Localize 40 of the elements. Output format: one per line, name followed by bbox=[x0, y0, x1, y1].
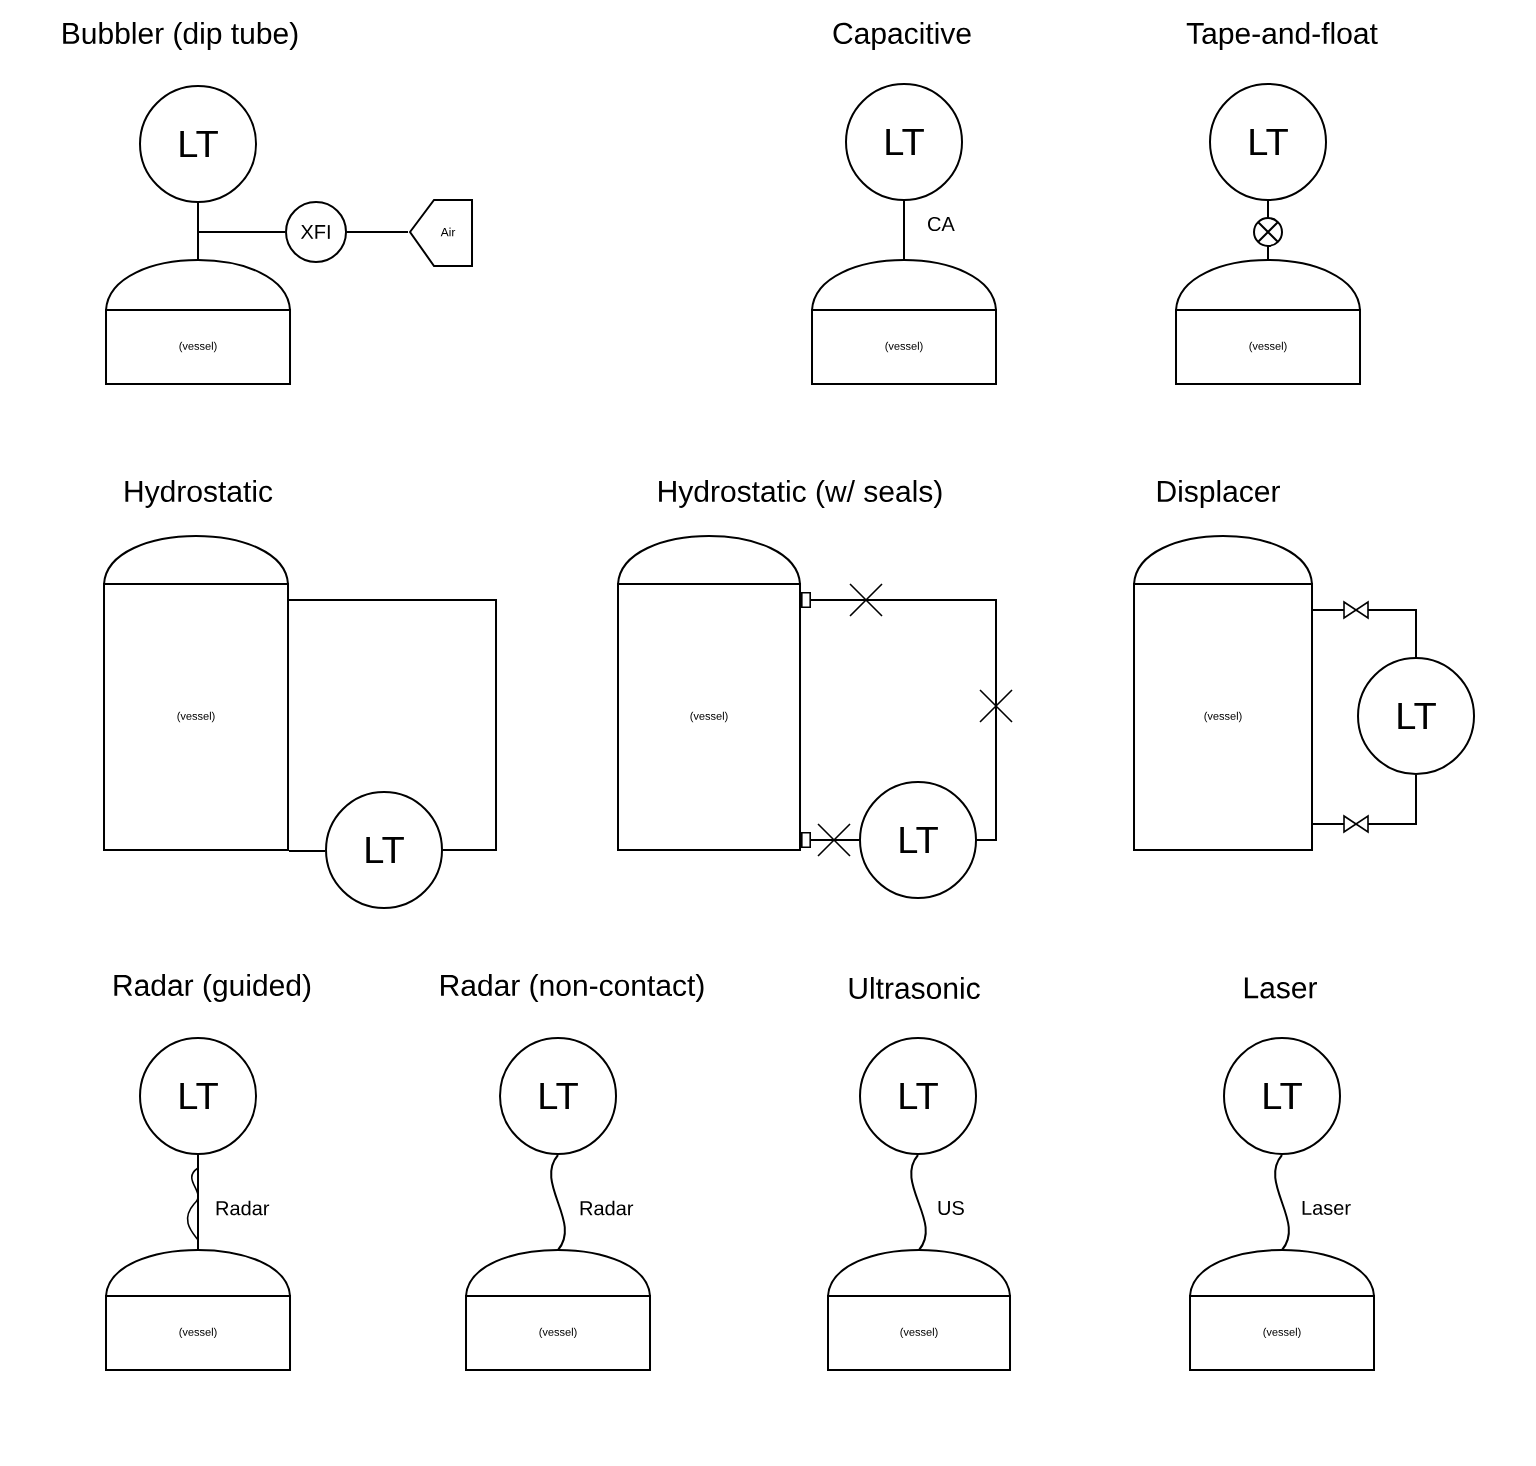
panel-title: Radar (non-contact) bbox=[441, 974, 704, 1002]
connector-line bbox=[801, 832, 860, 848]
connector-line bbox=[288, 850, 326, 852]
panel-title: Bubbler (dip tube) bbox=[63, 22, 298, 50]
instrument-bubble: LT bbox=[139, 1037, 257, 1155]
connector-line bbox=[197, 1154, 199, 1251]
edge-label: Radar bbox=[577, 1198, 636, 1218]
connector-line bbox=[197, 231, 286, 261]
connector-line bbox=[1312, 609, 1417, 658]
connector-line bbox=[903, 200, 905, 261]
panel-title: Capacitive bbox=[833, 22, 971, 50]
panel-title: Ultrasonic bbox=[849, 976, 980, 999]
panel-title: Displacer bbox=[1157, 480, 1280, 508]
connector-line bbox=[1312, 774, 1417, 825]
instrument-bubble: LT bbox=[1357, 657, 1475, 775]
connector-line bbox=[910, 1154, 927, 1251]
instrument-bubble: LT bbox=[139, 85, 257, 203]
instrument-bubble: LT bbox=[845, 83, 963, 201]
instrument-bubble: LT bbox=[859, 1037, 977, 1155]
instrument-bubble: LT bbox=[1223, 1037, 1341, 1155]
panel-title: Hydrostatic bbox=[125, 480, 273, 508]
connector-line bbox=[1274, 1154, 1290, 1251]
instrument-bubble: XFI bbox=[285, 201, 347, 263]
connector-line bbox=[801, 592, 997, 841]
instrument-bubble: LT bbox=[325, 791, 443, 909]
connector-line bbox=[550, 1154, 566, 1251]
edge-label: US bbox=[935, 1198, 967, 1218]
instrument-bubble: LT bbox=[499, 1037, 617, 1155]
connector-line bbox=[288, 599, 497, 851]
connector-line bbox=[1267, 200, 1269, 261]
panel-title: Hydrostatic (w/ seals) bbox=[659, 480, 942, 508]
edge-label: Laser bbox=[1299, 1199, 1354, 1217]
panel-title: Tape-and-float bbox=[1186, 22, 1378, 50]
instrument-bubble: LT bbox=[859, 781, 977, 899]
panel-title: Radar (guided) bbox=[114, 974, 311, 1002]
instrument-bubble: LT bbox=[1209, 83, 1327, 201]
panel-title: Laser bbox=[1244, 977, 1317, 999]
edge-label: Radar bbox=[213, 1198, 272, 1218]
edge-label: CA bbox=[925, 214, 957, 234]
connector-line bbox=[346, 231, 409, 233]
